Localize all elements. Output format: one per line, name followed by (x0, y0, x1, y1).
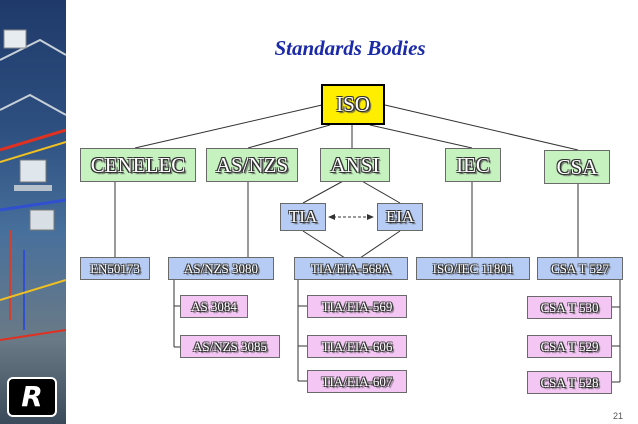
node-iec-label: IEC (456, 152, 490, 177)
page-title: Standards Bodies (274, 36, 426, 60)
side-image-art (0, 29, 66, 341)
company-logo: R (7, 377, 57, 417)
node-as3084: AS 3084 (180, 295, 248, 318)
node-csat527: CSA T 527 (537, 257, 623, 280)
node-csat527-label: CSA T 527 (550, 260, 610, 276)
node-asnzs3085: AS/NZS 3085 (180, 335, 280, 358)
node-csat529-label: CSA T 529 (540, 338, 599, 354)
node-asnzs-label: AS/NZS (215, 152, 289, 177)
node-csat528-label: CSA T 528 (540, 374, 599, 390)
node-asnzs3080: AS/NZS 3080 (168, 257, 274, 280)
node-tiaeia569: TIA/EIA-569 (307, 295, 407, 318)
node-iec: IEC (445, 148, 501, 182)
node-csa-label: CSA (556, 154, 598, 179)
node-tiaeia606: TIA/EIA-606 (307, 335, 407, 358)
node-cenelec: CENELEC (80, 148, 196, 182)
node-asnzs3080-label: AS/NZS 3080 (183, 260, 259, 276)
node-en50173: EN50173 (80, 257, 150, 280)
node-tiaeia569-label: TIA/EIA-569 (321, 298, 393, 314)
node-csat528: CSA T 528 (527, 371, 612, 394)
node-tiaeia607: TIA/EIA-607 (307, 370, 407, 393)
node-ansi-label: ANSI (330, 152, 380, 177)
node-csa: CSA (544, 150, 610, 184)
node-asnzs3085-label: AS/NZS 3085 (192, 338, 268, 354)
page-number: 21 (613, 411, 624, 421)
node-asnzs: AS/NZS (206, 148, 298, 182)
node-csat530-label: CSA T 530 (540, 299, 599, 315)
node-iso: ISO (321, 84, 385, 125)
decorative-side-image: R (0, 0, 66, 424)
node-cenelec-label: CENELEC (90, 152, 186, 177)
node-tiaeia568a: TIA/EIA-568A (294, 257, 408, 280)
node-tia: TIA (280, 203, 326, 231)
logo-letter: R (21, 380, 43, 413)
node-tiaeia568a-label: TIA/EIA-568A (310, 260, 392, 276)
node-csat529: CSA T 529 (527, 335, 612, 358)
node-csat530: CSA T 530 (527, 296, 612, 319)
node-en50173-label: EN50173 (90, 260, 140, 276)
node-eia: EIA (377, 203, 423, 231)
node-ansi: ANSI (320, 148, 390, 182)
node-iso-label: ISO (336, 92, 370, 116)
node-isoiec11801-label: ISO/IEC 11801 (432, 260, 514, 276)
node-eia-label: EIA (385, 207, 415, 226)
node-isoiec11801: ISO/IEC 11801 (416, 257, 530, 280)
node-tiaeia607-label: TIA/EIA-607 (321, 373, 393, 389)
node-as3084-label: AS 3084 (191, 298, 237, 314)
node-tia-label: TIA (288, 207, 318, 226)
node-tiaeia606-label: TIA/EIA-606 (321, 338, 393, 354)
